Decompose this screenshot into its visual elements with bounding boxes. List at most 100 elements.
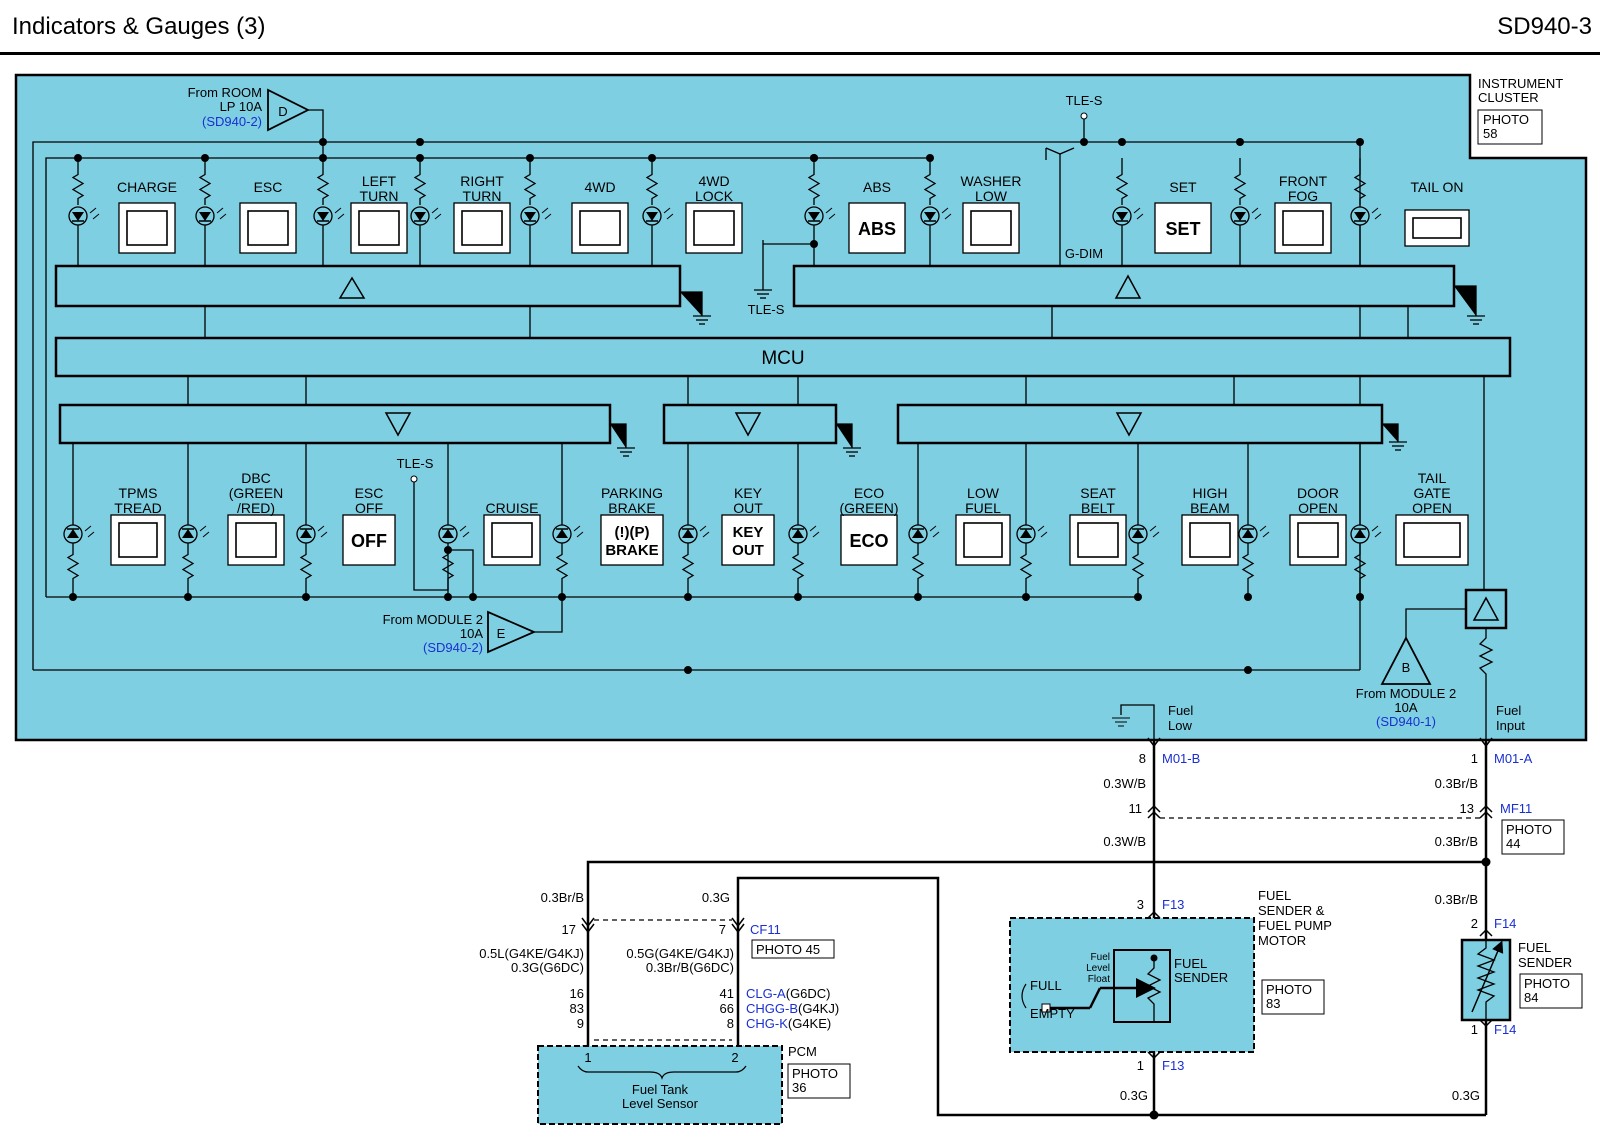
from-module-e-line1: From MODULE 2 bbox=[383, 612, 483, 627]
conn-f13-b[interactable]: F13 bbox=[1162, 1058, 1184, 1073]
bottom-indicator-label: ESC bbox=[355, 485, 384, 501]
from-module-e-line2: 10A bbox=[460, 626, 483, 641]
conn-cf11[interactable]: CF11 bbox=[750, 922, 781, 937]
fuel-sender-title-4: MOTOR bbox=[1258, 933, 1306, 948]
seat-belt-icon bbox=[1069, 514, 1127, 566]
bottom-indicator-label-3: OPEN bbox=[1412, 500, 1452, 516]
bottom-indicator-label-2: FUEL bbox=[965, 500, 1001, 516]
door-open-icon bbox=[1289, 514, 1347, 566]
conn-f14-a[interactable]: F14 bbox=[1494, 916, 1516, 931]
fuel-sender2-line1: FUEL bbox=[1518, 940, 1551, 955]
set-icon-text: SET bbox=[1165, 219, 1200, 239]
page-header: Indicators & Gauges (3) SD940-3 bbox=[0, 0, 1600, 55]
conn-m01-b[interactable]: M01-B bbox=[1162, 751, 1200, 766]
top-indicator-label: TAIL ON bbox=[1411, 179, 1464, 195]
pin-1c: 1 bbox=[1471, 1022, 1478, 1037]
photo45-label: PHOTO 45 bbox=[756, 942, 820, 957]
top-indicator: CHARGE bbox=[68, 154, 177, 266]
fuel-input-line1: Fuel bbox=[1496, 703, 1521, 718]
bottom-indicator-label-2: BELT bbox=[1081, 500, 1115, 516]
top-indicator-label-2: TURN bbox=[463, 188, 502, 204]
cluster-photo-1: PHOTO bbox=[1483, 112, 1529, 127]
from-module-b-ref[interactable]: (SD940-1) bbox=[1376, 714, 1436, 729]
fuel-sender-title-2: SENDER & bbox=[1258, 903, 1325, 918]
photo36-line1: PHOTO bbox=[792, 1066, 838, 1081]
top-left-driver-block bbox=[54, 264, 682, 308]
top-right-driver-block bbox=[792, 264, 1456, 308]
bottom-indicator-label: CRUISE bbox=[486, 500, 539, 516]
wire-03g-2: 0.3G bbox=[1120, 1088, 1148, 1103]
pin-16: 16 bbox=[570, 986, 584, 1001]
cruise-icon bbox=[483, 514, 541, 566]
pin-83: 83 bbox=[570, 1001, 584, 1016]
conn-chg-k[interactable]: CHG-K bbox=[746, 1016, 788, 1031]
spec-left-2: 0.3G(G6DC) bbox=[511, 960, 584, 975]
conn-mf11[interactable]: MF11 bbox=[1500, 801, 1532, 816]
conn-f14-b[interactable]: F14 bbox=[1494, 1022, 1516, 1037]
conn-chgg-b[interactable]: CHGG-B bbox=[746, 1001, 798, 1016]
clg-a-suffix: (G6DC) bbox=[786, 986, 831, 1001]
bottom-indicator-label: HIGH bbox=[1193, 485, 1228, 501]
page-title: Indicators & Gauges (3) bbox=[12, 13, 266, 40]
top-indicator-label-2: TURN bbox=[360, 188, 399, 204]
pin-7: 7 bbox=[719, 922, 726, 937]
conn-f13-a[interactable]: F13 bbox=[1162, 897, 1184, 912]
4wd-lock-icon bbox=[685, 202, 743, 254]
top-indicator-label: RIGHT bbox=[460, 173, 504, 189]
from-module-b-tag: B bbox=[1402, 660, 1411, 675]
4wd-icon bbox=[571, 202, 629, 254]
from-room-tag: D bbox=[278, 104, 287, 119]
pcm-pin-2: 2 bbox=[731, 1050, 738, 1065]
g-dim-transistor bbox=[1045, 147, 1075, 266]
chg-k-suffix: (G4KE) bbox=[788, 1016, 831, 1031]
key-out-icon-text: KEY bbox=[733, 524, 764, 541]
bottom-indicator-label: KEY bbox=[734, 485, 763, 501]
esc-off-icon: OFF bbox=[342, 514, 396, 566]
bottom-indicator-label-2: (GREEN) bbox=[839, 500, 898, 516]
tle-s-top-label: TLE-S bbox=[1066, 93, 1103, 108]
fuel-tank-level-sensor bbox=[537, 1045, 783, 1125]
bottom-right-driver-block bbox=[896, 403, 1384, 445]
photo83-line2: 83 bbox=[1266, 996, 1280, 1011]
from-room-ref[interactable]: (SD940-2) bbox=[202, 114, 262, 129]
bottom-indicator-label: SEAT bbox=[1080, 485, 1116, 501]
dbc-icon bbox=[227, 514, 285, 566]
conn-clg-a[interactable]: CLG-A bbox=[746, 986, 786, 1001]
parking-brake-icon-text2: BRAKE bbox=[605, 542, 658, 559]
wire-03g-1: 0.3G bbox=[702, 890, 730, 905]
float-empty-label: EMPTY bbox=[1030, 1006, 1075, 1021]
cluster-photo-2: 58 bbox=[1483, 126, 1497, 141]
abs-icon-text: ABS bbox=[858, 219, 896, 239]
top-indicator-label: 4WD bbox=[698, 173, 729, 189]
fuel-input-block bbox=[1464, 588, 1508, 630]
pin-13: 13 bbox=[1460, 801, 1474, 816]
eco-icon-text: ECO bbox=[849, 531, 888, 551]
washer-icon bbox=[962, 202, 1020, 254]
fuel-sender-inner-1: FUEL bbox=[1174, 956, 1207, 971]
fuel-input-line2: Input bbox=[1496, 718, 1525, 733]
cluster-label-1: INSTRUMENT bbox=[1478, 76, 1563, 91]
top-indicator-label: ESC bbox=[254, 179, 283, 195]
from-module-e-ref[interactable]: (SD940-2) bbox=[423, 640, 483, 655]
bottom-indicator: CRUISE bbox=[438, 443, 541, 601]
set-icon: SET bbox=[1154, 202, 1212, 254]
tail-gate-icon bbox=[1395, 514, 1469, 566]
fuel-tank-label-1: Fuel Tank bbox=[632, 1082, 689, 1097]
top-indicator-label: WASHER bbox=[961, 173, 1022, 189]
wire-03wb-2: 0.3W/B bbox=[1103, 834, 1146, 849]
from-module-e-connector bbox=[487, 610, 537, 654]
cluster-label-2: CLUSTER bbox=[1478, 90, 1539, 105]
bottom-indicator-label: DBC bbox=[241, 470, 271, 486]
internal-wiring bbox=[32, 141, 1361, 671]
key-out-icon-text2: OUT bbox=[732, 542, 764, 559]
conn-m01-a[interactable]: M01-A bbox=[1494, 751, 1533, 766]
pin-3: 3 bbox=[1137, 897, 1144, 912]
